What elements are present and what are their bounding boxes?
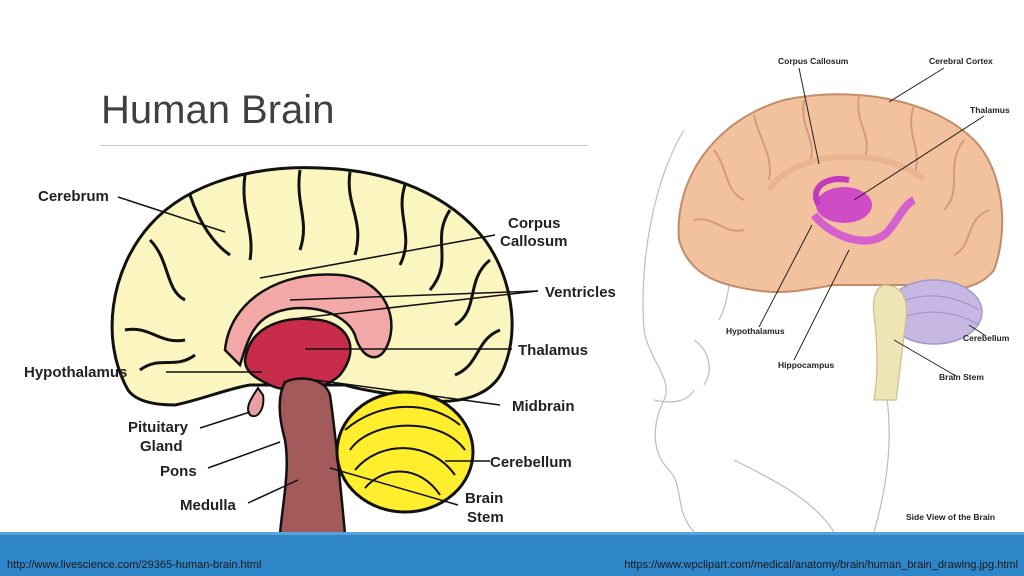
label-pituitary-1: Pituitary — [128, 419, 189, 436]
label-thalamus: Thalamus — [518, 342, 588, 359]
brainstem-shape — [278, 377, 347, 534]
label-cerebral-cortex: Cerebral Cortex — [929, 56, 993, 66]
label-thalamus: Thalamus — [970, 105, 1010, 115]
source-link-left[interactable]: http://www.livescience.com/29365-human-b… — [7, 559, 262, 571]
thalamus-shape — [816, 187, 872, 223]
label-corpus-callosum: Corpus Callosum — [778, 56, 849, 66]
fornix-shape — [812, 176, 850, 207]
slide-title: Human Brain — [101, 88, 335, 132]
label-midbrain: Midbrain — [512, 398, 575, 415]
cerebellum-folia — [344, 405, 466, 496]
label-corpus-2: Callosum — [500, 233, 568, 250]
source-link-right[interactable]: https://www.wpclipart.com/medical/anatom… — [624, 559, 1018, 571]
label-medulla: Medulla — [180, 497, 236, 514]
label-stem: Stem — [467, 509, 504, 526]
side-view-brain-illustration: Corpus Callosum Cerebral Cortex Thalamus… — [642, 56, 1010, 532]
label-pituitary-2: Gland — [140, 438, 183, 455]
cerebellum-shape — [335, 390, 475, 514]
hippocampus-shape — [810, 196, 917, 245]
label-cerebrum: Cerebrum — [38, 188, 109, 205]
footer-accent-line — [0, 532, 1024, 535]
label-brain-stem: Brain Stem — [939, 372, 984, 382]
footer-bar: http://www.livescience.com/29365-human-b… — [0, 535, 1024, 576]
thalamus-shape — [243, 317, 352, 392]
sagittal-brain-diagram: Cerebrum Corpus Callosum Ventricles Thal… — [24, 166, 616, 534]
leader-lines — [758, 67, 987, 377]
leader-lines — [117, 196, 539, 506]
corpus-callosum-arc — [766, 153, 926, 192]
cortex-folds — [693, 94, 990, 256]
label-ventricles: Ventricles — [545, 284, 616, 301]
label-cerebellum: Cerebellum — [490, 454, 572, 471]
label-hypothalamus: Hypothalamus — [726, 326, 785, 336]
label-corpus-1: Corpus — [508, 215, 561, 232]
label-hypothalamus: Hypothalamus — [24, 364, 127, 381]
label-brain: Brain — [465, 490, 503, 507]
gyri-lines — [124, 169, 501, 377]
pituitary-shape — [247, 386, 265, 418]
label-hippocampus: Hippocampus — [778, 360, 834, 370]
brainstem-shape — [872, 284, 908, 401]
figure-caption: Side View of the Brain — [906, 512, 995, 522]
title-divider — [100, 145, 588, 146]
label-pons: Pons — [160, 463, 197, 480]
label-cerebellum: Cerebellum — [963, 333, 1010, 343]
